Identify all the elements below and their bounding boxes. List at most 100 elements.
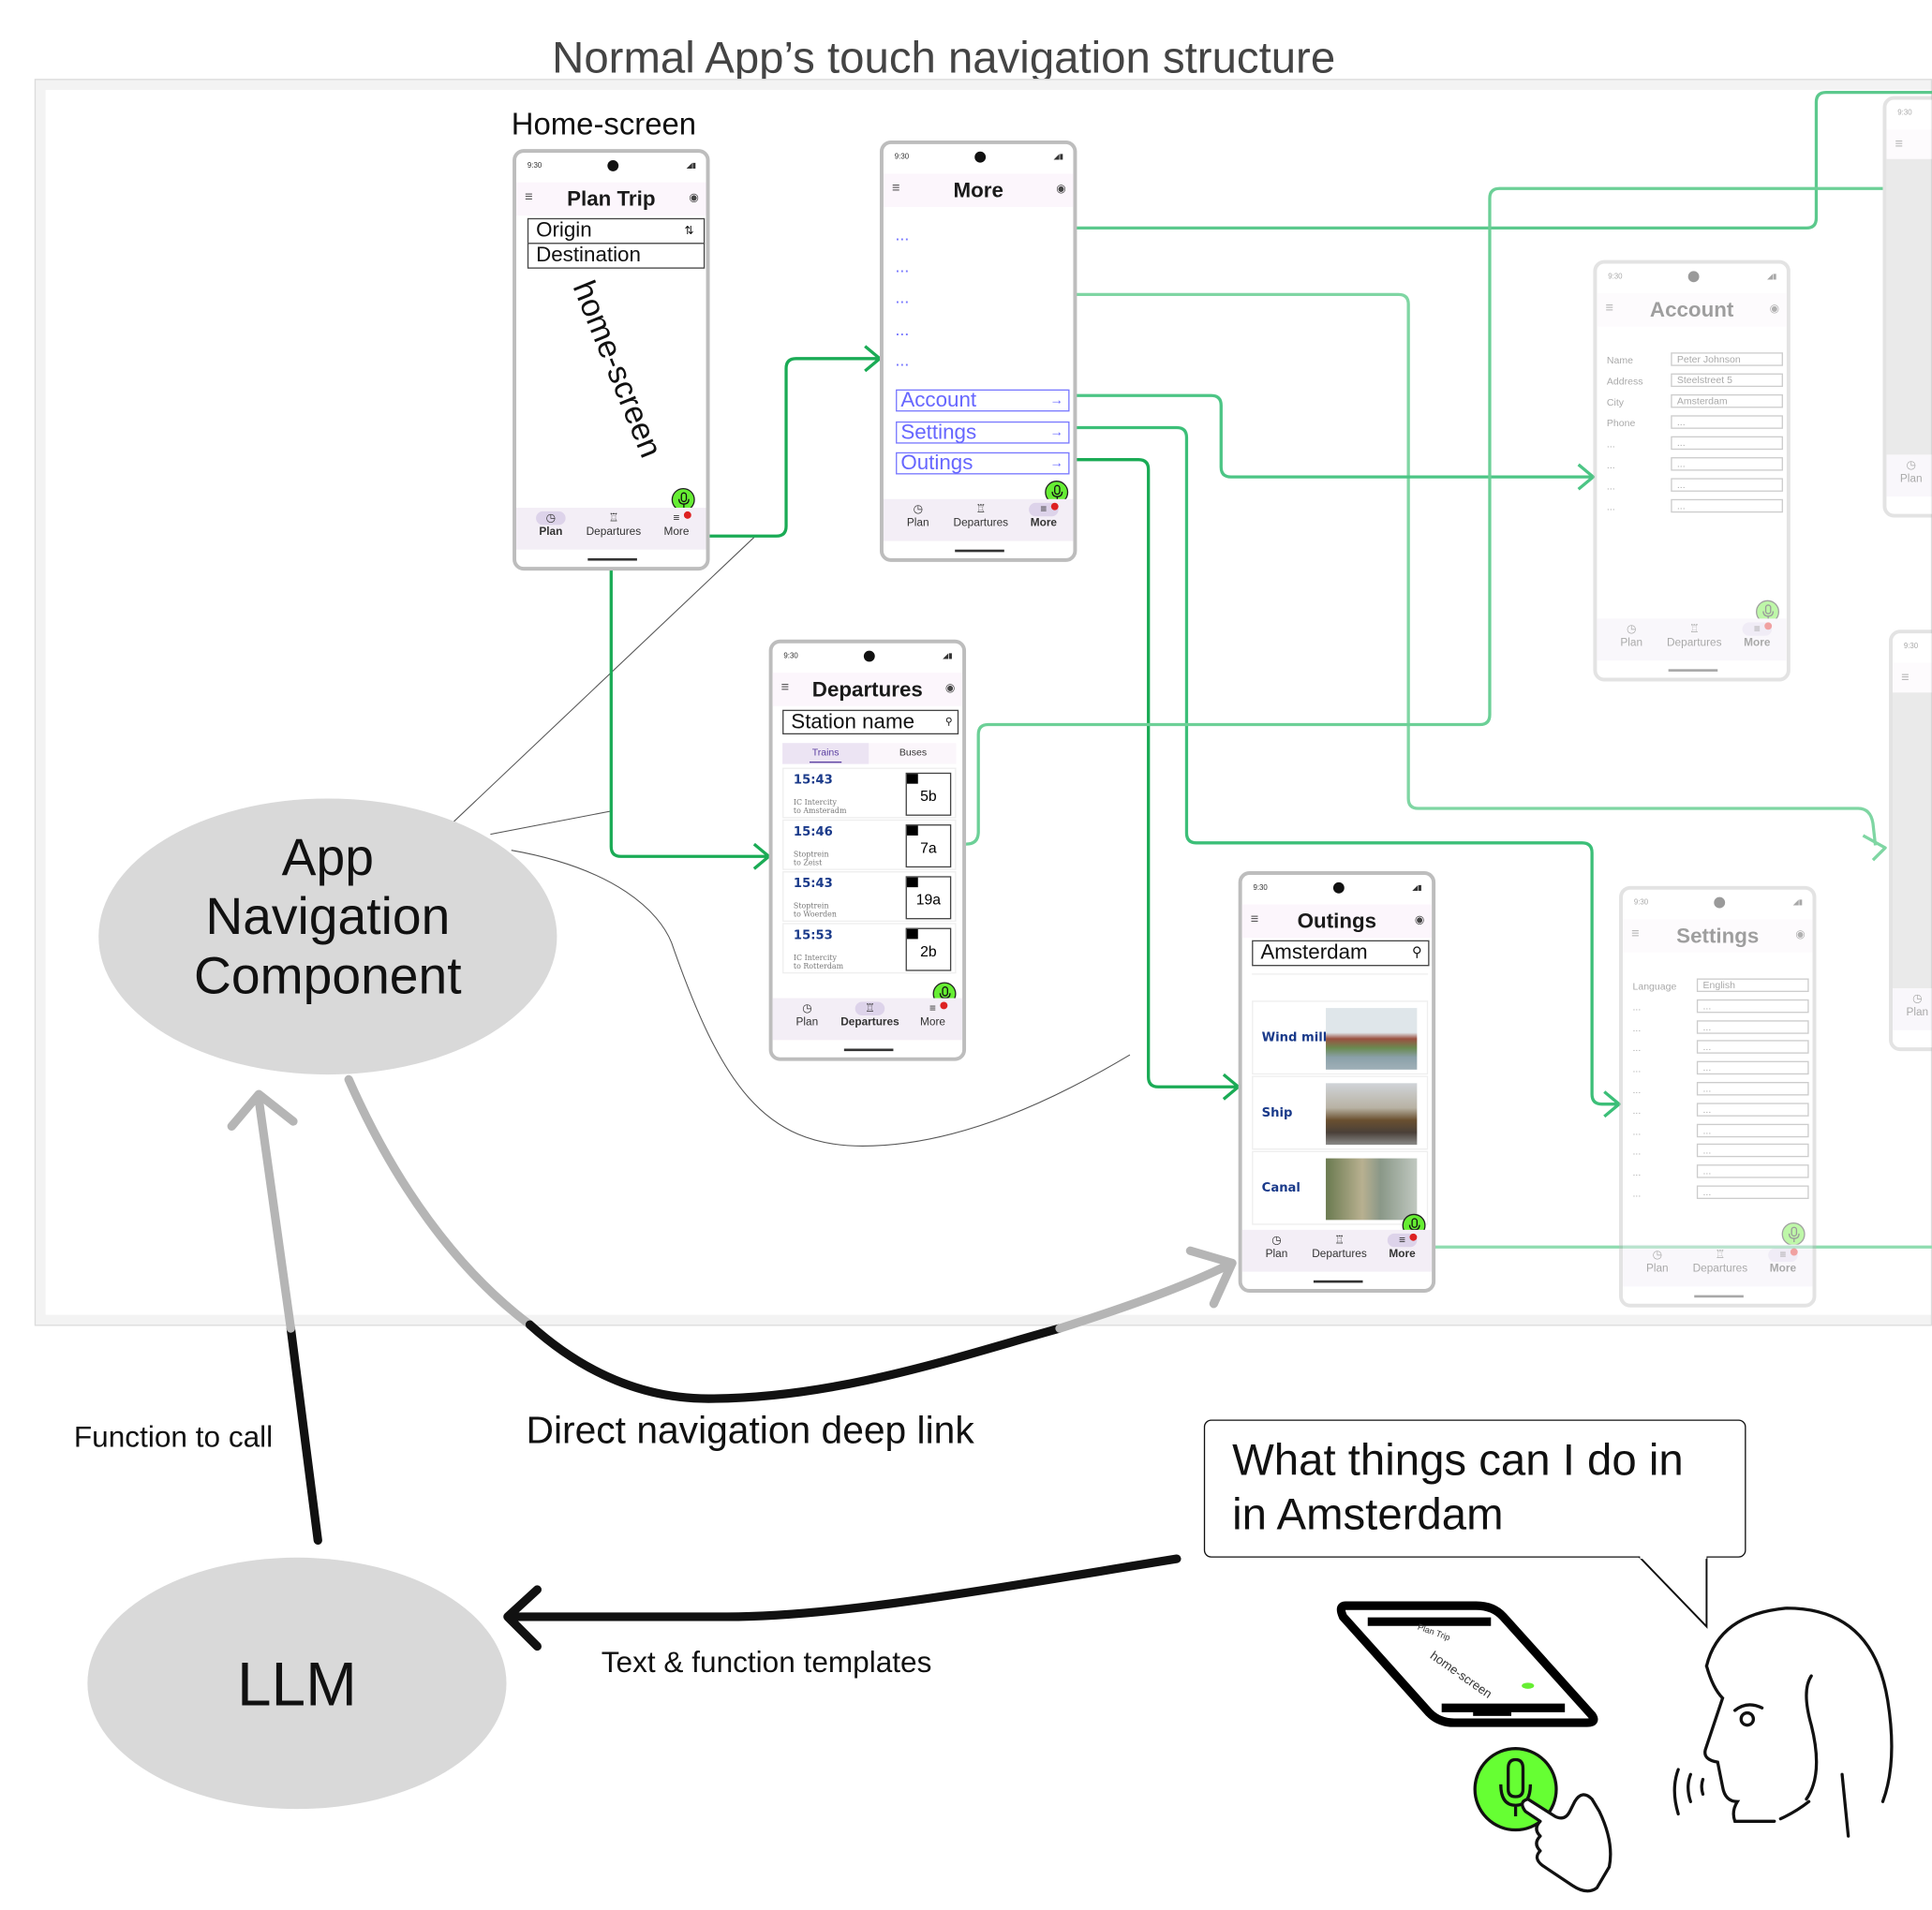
menu-icon[interactable]: ≡ [892, 181, 900, 197]
nav-item-departures[interactable]: ♖Departures [582, 511, 646, 538]
menu-icon[interactable]: ≡ [525, 189, 533, 205]
nav-item-departures[interactable]: ♖Departures [1688, 1249, 1752, 1275]
outing-item[interactable]: Wind mill [1252, 1000, 1429, 1075]
nav-item-departures[interactable]: ♖Departures [1307, 1234, 1371, 1260]
settings-field-row: ...... [1633, 1040, 1809, 1057]
clock-icon: ◷ [802, 1001, 812, 1014]
templates-label: Text & function templates [601, 1646, 932, 1681]
station-search-input[interactable]: Station name⚲ [782, 709, 959, 735]
connector-departures-tab [609, 541, 771, 870]
phone-offscreen-edge_bottom: 9:30 ≡ ◷Plan [1889, 629, 1932, 1052]
field-label: ... [1632, 1104, 1642, 1117]
menu-icon[interactable]: ≡ [1895, 137, 1904, 152]
nav-item-plan[interactable]: ◷Plan [1886, 458, 1932, 484]
field-input[interactable]: ... [1696, 1019, 1809, 1034]
field-input[interactable]: ... [1671, 498, 1783, 513]
field-input[interactable]: ... [1671, 457, 1783, 471]
field-input[interactable]: Steelstreet 5 [1671, 373, 1783, 388]
nav-label: Plan [795, 1014, 819, 1029]
nav-item-plan[interactable]: ◷Plan [886, 503, 950, 529]
nav-label: More [663, 525, 690, 538]
menu-icon[interactable]: ≡ [1250, 911, 1259, 927]
field-input[interactable]: English [1696, 978, 1809, 992]
menu-icon[interactable]: ≡ [780, 680, 790, 695]
nav-item-plan[interactable]: ◷Plan [775, 1002, 839, 1029]
field-input[interactable]: ... [1696, 1123, 1809, 1137]
field-input[interactable]: ... [1696, 1144, 1809, 1158]
nav-item-more[interactable]: ≡More [1370, 1233, 1432, 1259]
account-circle-icon[interactable]: ◉ [1795, 927, 1806, 940]
mic-button[interactable] [1781, 1222, 1806, 1246]
app-navigation-component-label: App Navigation Component [98, 828, 557, 1005]
field-input[interactable]: ... [1671, 415, 1783, 429]
nav-label: Plan [1645, 1262, 1669, 1275]
tab-trains[interactable]: Trains [782, 743, 869, 764]
search-icon[interactable]: ⚲ [944, 716, 953, 728]
nav-item-more[interactable]: ≡More [1751, 1248, 1813, 1275]
nav-item-more[interactable]: ≡More [900, 1001, 962, 1028]
menu-icon[interactable]: ≡ [1901, 670, 1910, 686]
nav-item-plan[interactable]: ◷Plan [1626, 1249, 1689, 1275]
field-input[interactable]: ... [1696, 1185, 1809, 1199]
outing-item[interactable]: Ship [1252, 1075, 1429, 1150]
nav-label: Plan [1899, 471, 1923, 484]
more-list-item[interactable]: ... [896, 229, 910, 244]
nav-item-departures[interactable]: ♖Departures [949, 503, 1013, 529]
nav-item-departures[interactable]: ♖Departures [838, 1001, 901, 1028]
nav-item-more[interactable]: ≡More [1012, 502, 1074, 528]
train-destination: to Rotterdam [793, 962, 844, 971]
field-input[interactable]: ... [1671, 478, 1783, 492]
nav-item-departures[interactable]: ♖Departures [1662, 622, 1726, 648]
more-list-item[interactable]: ... [896, 261, 910, 276]
more-link-outings[interactable]: Outings→ [896, 452, 1070, 475]
home-screen-label: Home-screen [511, 107, 697, 142]
field-input[interactable]: ... [1696, 999, 1809, 1014]
more-list-item[interactable]: ... [896, 293, 910, 307]
status-time: 9:30 [527, 162, 542, 170]
outing-item[interactable]: Canal [1252, 1150, 1429, 1225]
destination-input[interactable]: Destination [527, 243, 706, 269]
more-link-account[interactable]: Account→ [896, 389, 1070, 412]
field-input[interactable]: Amsterdam [1671, 393, 1783, 408]
origin-input[interactable]: Origin⇅ [527, 217, 706, 244]
status-bar: 9:30◢▮ [516, 153, 706, 183]
more-link-settings[interactable]: Settings→ [896, 421, 1070, 443]
field-input[interactable]: ... [1696, 1040, 1809, 1055]
swap-icon[interactable]: ⇅ [684, 224, 694, 237]
field-input[interactable]: Peter Johnson [1671, 352, 1783, 366]
account-circle-icon[interactable]: ◉ [1769, 302, 1780, 315]
field-input[interactable]: ... [1696, 1060, 1809, 1075]
field-input[interactable]: ... [1696, 1103, 1809, 1117]
search-icon[interactable]: ⚲ [1412, 944, 1422, 960]
account-circle-icon[interactable]: ◉ [944, 681, 956, 694]
tab-buses[interactable]: Buses [899, 747, 928, 759]
more-list-item[interactable]: ... [896, 356, 910, 370]
field-input[interactable]: ... [1696, 1164, 1809, 1178]
more-list-item[interactable]: ... [896, 324, 910, 339]
settings-field-row: ...... [1633, 999, 1809, 1015]
more-menu-icon: ≡ [1742, 622, 1773, 636]
field-input[interactable]: ... [1696, 1082, 1809, 1096]
nav-item-plan[interactable]: ◷Plan [1893, 992, 1932, 1018]
field-input[interactable]: ... [1671, 436, 1783, 451]
connector-more-to-more-screen [690, 345, 882, 538]
account-circle-icon[interactable]: ◉ [1056, 182, 1066, 195]
nav-label: More [1769, 1262, 1797, 1275]
nav-item-plan[interactable]: ◷Plan [1244, 1234, 1308, 1260]
account-circle-icon[interactable]: ◉ [689, 190, 699, 204]
account-circle-icon[interactable]: ◉ [1414, 912, 1425, 925]
menu-icon[interactable]: ≡ [1605, 300, 1614, 316]
nav-item-plan[interactable]: ◷Plan [1599, 622, 1663, 648]
mic-button[interactable] [1756, 600, 1780, 624]
outings-search-input[interactable]: Amsterdam⚲ [1252, 940, 1430, 967]
nav-item-more[interactable]: ≡More [1725, 622, 1787, 648]
nav-item-plan[interactable]: ◷Plan [519, 511, 583, 538]
nav-item-more[interactable]: ≡More [645, 511, 706, 538]
nav-label: Plan [1620, 635, 1643, 648]
menu-icon[interactable]: ≡ [1631, 926, 1640, 942]
